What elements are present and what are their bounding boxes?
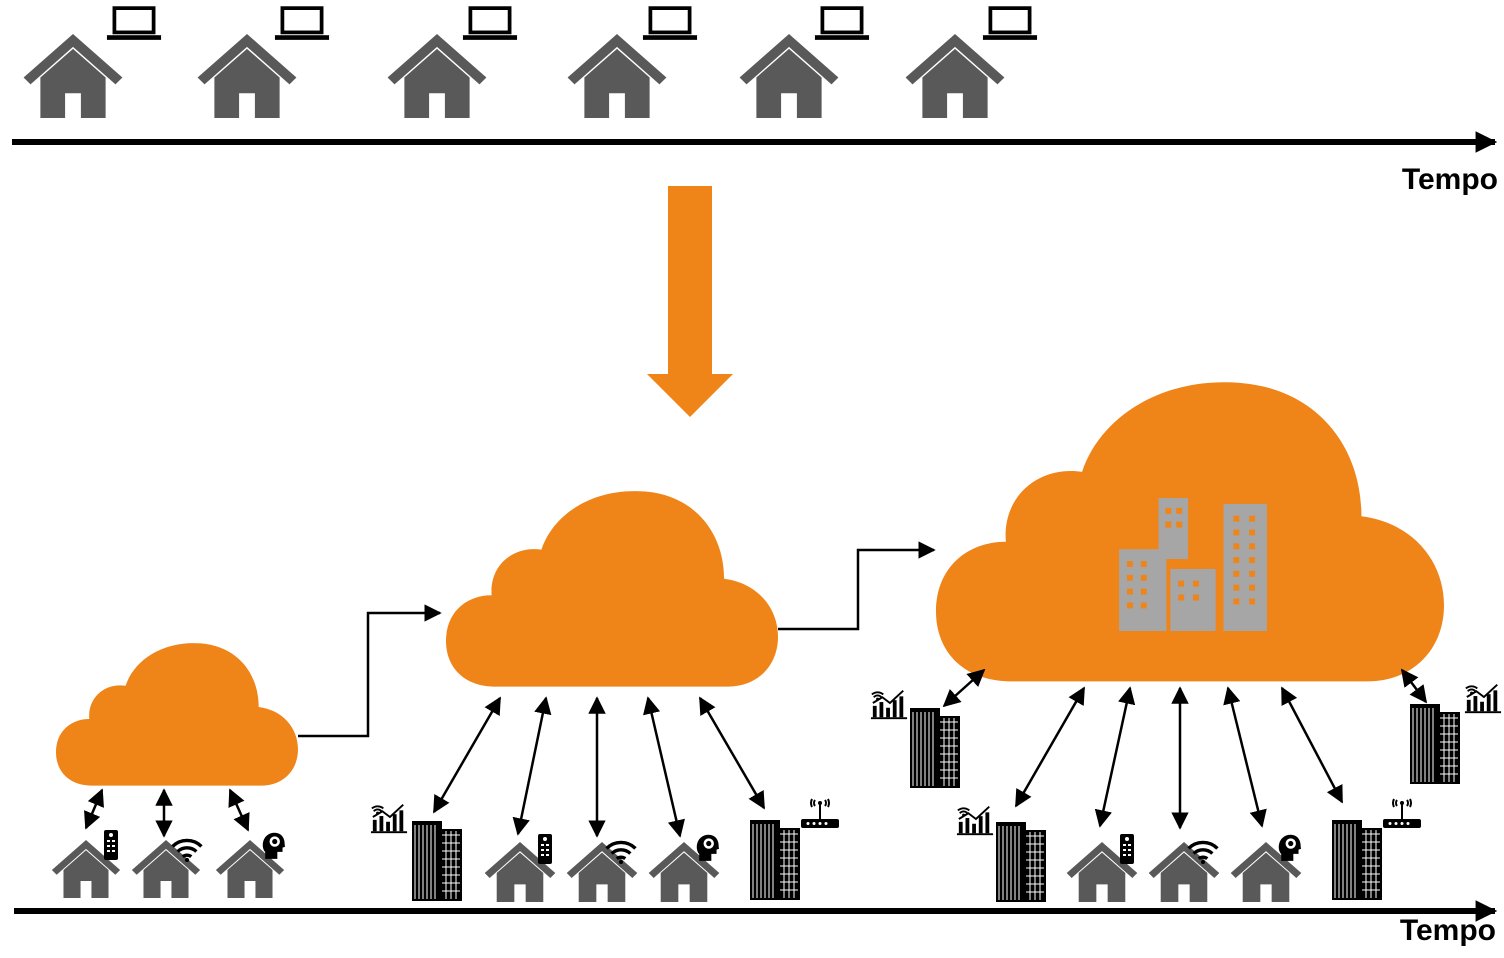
house-icon <box>23 34 123 118</box>
large-cloud-links <box>942 668 1428 830</box>
office-building-icon <box>412 820 462 902</box>
connector-medium-to-large <box>778 541 936 631</box>
remote-control-icon <box>538 834 552 864</box>
top-timeline <box>12 6 1498 153</box>
ai-head-icon <box>696 834 720 861</box>
time-axis-label-bottom: Tempo <box>1399 914 1496 947</box>
office-building-icon <box>750 820 800 900</box>
connector-small-to-medium <box>298 604 442 738</box>
transition-down-arrow <box>647 186 733 417</box>
house-icon <box>567 34 667 118</box>
house-icon <box>387 34 487 118</box>
bar-chart-wifi-icon <box>956 805 994 836</box>
house-icon <box>197 34 297 118</box>
office-building-icon <box>996 822 1046 902</box>
house-laptop-6 <box>905 6 1038 118</box>
house-laptop-1 <box>23 6 162 118</box>
cloud-large <box>936 382 1444 682</box>
office-building-icon <box>1410 704 1460 784</box>
bar-chart-wifi-icon <box>1464 683 1502 714</box>
house-icon <box>905 34 1005 118</box>
office-building-icon <box>910 708 960 788</box>
small-cloud-links <box>84 788 250 838</box>
bar-chart-wifi-icon <box>870 689 908 720</box>
remote-control-icon <box>104 830 118 860</box>
remote-control-icon <box>1120 834 1134 864</box>
laptop-icon <box>982 6 1038 42</box>
router-icon <box>1382 797 1422 830</box>
house-laptop-5 <box>739 6 870 118</box>
office-building-icon <box>1332 820 1382 900</box>
cloud-medium <box>446 491 778 687</box>
laptop-icon <box>814 6 870 42</box>
ai-head-icon <box>1278 834 1302 861</box>
laptop-icon <box>642 6 698 42</box>
cloud-small <box>56 643 298 786</box>
medium-cloud-links <box>432 696 766 838</box>
laptop-icon <box>106 6 162 42</box>
laptop-icon <box>274 6 330 42</box>
ai-head-icon <box>262 832 286 859</box>
house-icon <box>739 34 839 118</box>
house-laptop-4 <box>567 6 698 118</box>
bar-chart-wifi-icon <box>370 803 408 834</box>
router-icon <box>800 797 840 830</box>
house-laptop-3 <box>387 6 518 118</box>
laptop-icon <box>462 6 518 42</box>
time-axis-label-top: Tempo <box>1401 163 1498 196</box>
house-laptop-2 <box>197 6 330 118</box>
